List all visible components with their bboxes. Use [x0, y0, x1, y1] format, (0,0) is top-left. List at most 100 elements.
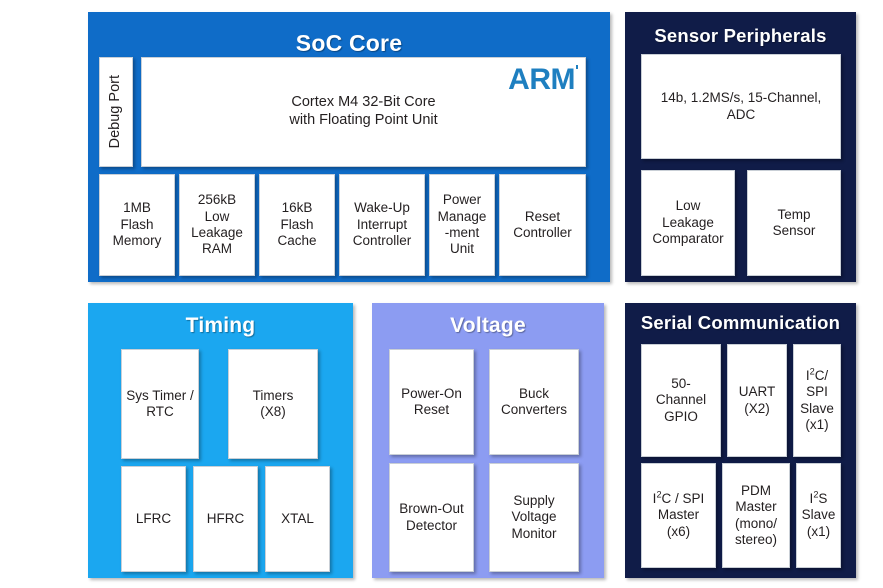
- block-cortex-m4-core[interactable]: ARM Cortex M4 32-Bit Core with Floating …: [141, 57, 586, 167]
- block-gpio[interactable]: 50- Channel GPIO: [641, 344, 721, 457]
- sys-timer-rtc-label: Sys Timer / RTC: [126, 388, 194, 421]
- block-flash-cache[interactable]: 16kB Flash Cache: [259, 174, 335, 276]
- bod-line-2: Detector: [405, 517, 458, 533]
- pdm-master-label: PDM Master (mono/ stereo): [735, 483, 777, 549]
- block-debug-port[interactable]: Debug Port: [99, 57, 133, 167]
- adc-line-1: 14b, 1.2MS/s, 15-Channel,: [660, 90, 822, 106]
- temp-sensor-line-1: Temp: [777, 206, 811, 222]
- panel-title-voltage: Voltage: [450, 314, 526, 337]
- pdm-line-2: Master: [735, 499, 777, 515]
- block-pdm-master[interactable]: PDM Master (mono/ stereo): [722, 463, 790, 568]
- bod-line-1: Brown-Out: [399, 501, 464, 517]
- wake-up-interrupt-controller-label: Wake-Up Interrupt Controller: [353, 200, 412, 249]
- block-hfrc[interactable]: HFRC: [193, 466, 258, 572]
- block-uart[interactable]: UART (X2): [727, 344, 787, 457]
- xtal-label: XTAL: [281, 510, 314, 526]
- flash-cache-line-1: 16kB: [281, 200, 313, 216]
- temp-sensor-line-2: Sensor: [772, 223, 816, 238]
- panel-serial-communication: Serial Communication 50- Channel GPIO UA…: [625, 303, 856, 578]
- wuic-line-1: Wake-Up: [354, 200, 410, 216]
- block-low-leakage-comparator[interactable]: Low Leakage Comparator: [641, 170, 735, 276]
- i2s-slave-label: I2S Slave (x1): [802, 489, 836, 540]
- low-leakage-ram-label: 256kB Low Leakage RAM: [191, 192, 243, 258]
- i2s-slave-line-1-post: S: [818, 490, 828, 506]
- debug-port-label: Debug Port: [107, 75, 124, 149]
- supply-voltage-monitor-label: Supply Voltage Monitor: [511, 493, 556, 542]
- panel-title-soc-core: SoC Core: [295, 30, 403, 56]
- cortex-core-line-1: Cortex M4 32-Bit Core: [291, 94, 436, 111]
- block-temp-sensor[interactable]: Temp Sensor: [747, 170, 841, 276]
- block-i2c-spi-master[interactable]: I2C / SPI Master (x6): [641, 463, 716, 568]
- uart-line-2: (X2): [744, 400, 770, 416]
- block-xtal[interactable]: XTAL: [265, 466, 330, 572]
- block-supply-voltage-monitor[interactable]: Supply Voltage Monitor: [489, 463, 579, 572]
- timers-line-2: (X8): [260, 404, 286, 419]
- buck-line-1: Buck: [518, 385, 549, 401]
- pmu-line-4: Unit: [449, 241, 474, 257]
- i2c-spi-master-line-3: (x6): [666, 523, 691, 539]
- adc-line-2: ADC: [726, 106, 756, 122]
- flash-cache-line-2: Flash: [280, 216, 314, 232]
- block-power-on-reset[interactable]: Power-On Reset: [389, 349, 474, 455]
- i2c-spi-slave-line-4: (x1): [805, 416, 829, 432]
- flash-cache-line-3: Cache: [277, 233, 317, 249]
- flash-memory-line-2: Flash: [120, 216, 154, 232]
- i2c-spi-slave-line-1-pre: I: [805, 367, 810, 383]
- block-power-management-unit[interactable]: Power Manage -ment Unit: [429, 174, 495, 276]
- uart-line-1: UART: [738, 384, 776, 400]
- block-low-leakage-ram[interactable]: 256kB Low Leakage RAM: [179, 174, 255, 276]
- wuic-line-3: Controller: [352, 233, 412, 249]
- panel-timing: Timing Sys Timer / RTC Timers (X8) LFRC …: [88, 303, 353, 578]
- buck-line-2: Converters: [500, 402, 568, 417]
- i2c-spi-slave-line-1-post: C/: [814, 367, 829, 383]
- low-leakage-ram-line-4: RAM: [202, 241, 232, 257]
- flash-memory-label: 1MB Flash Memory: [113, 200, 162, 249]
- timers-label: Timers (X8): [253, 388, 294, 421]
- pdm-line-4: stereo): [734, 531, 778, 547]
- buck-converters-label: Buck Converters: [501, 386, 567, 419]
- gpio-line-3: GPIO: [664, 408, 698, 424]
- low-leakage-ram-line-1: 256kB: [197, 192, 237, 208]
- reset-controller-label: Reset Controller: [513, 209, 572, 242]
- block-i2c-spi-slave[interactable]: I2C/ SPI Slave (x1): [793, 344, 841, 457]
- flash-memory-line-1: 1MB: [123, 200, 151, 216]
- block-reset-controller[interactable]: Reset Controller: [499, 174, 586, 276]
- pmu-line-1: Power: [442, 192, 482, 208]
- i2c-spi-master-line-2: Master: [657, 507, 700, 523]
- low-leakage-comparator-label: Low Leakage Comparator: [652, 198, 723, 247]
- por-line-2: Reset: [413, 402, 450, 417]
- block-sys-timer-rtc[interactable]: Sys Timer / RTC: [121, 349, 199, 459]
- por-line-1: Power-On: [401, 385, 462, 401]
- power-on-reset-label: Power-On Reset: [401, 386, 462, 419]
- pdm-line-3: (mono/: [734, 515, 778, 531]
- pdm-line-1: PDM: [741, 482, 771, 498]
- arm-logo: ARM: [508, 62, 578, 99]
- block-timers[interactable]: Timers (X8): [228, 349, 318, 459]
- i2c-spi-master-label: I2C / SPI Master (x6): [653, 490, 705, 540]
- block-lfrc[interactable]: LFRC: [121, 466, 186, 572]
- cortex-core-line-2: with Floating Point Unit: [289, 112, 438, 128]
- svm-line-1: Supply: [513, 492, 555, 508]
- panel-voltage: Voltage Power-On Reset Buck Converters B…: [372, 303, 604, 578]
- llc-line-2: Leakage: [662, 214, 714, 230]
- block-flash-memory[interactable]: 1MB Flash Memory: [99, 174, 175, 276]
- block-brown-out-detector[interactable]: Brown-Out Detector: [389, 463, 474, 572]
- block-buck-converters[interactable]: Buck Converters: [489, 349, 579, 455]
- i2c-spi-master-line-1-post: C / SPI: [661, 490, 705, 506]
- i2s-slave-superscript: 2: [813, 489, 819, 500]
- power-management-unit-label: Power Manage -ment Unit: [438, 192, 487, 258]
- sys-timer-line-2: RTC: [146, 404, 174, 419]
- svm-line-2: Voltage: [511, 509, 557, 525]
- i2c-spi-slave-line-3: Slave: [800, 400, 834, 416]
- reset-controller-line-2: Controller: [513, 225, 572, 240]
- sys-timer-line-1: Sys Timer /: [126, 387, 194, 403]
- i2c-spi-slave-superscript: 2: [809, 366, 815, 377]
- adc-label: 14b, 1.2MS/s, 15-Channel, ADC: [661, 90, 822, 123]
- block-wake-up-interrupt-controller[interactable]: Wake-Up Interrupt Controller: [339, 174, 425, 276]
- block-i2s-slave[interactable]: I2S Slave (x1): [796, 463, 841, 568]
- pmu-line-2: Manage: [437, 208, 487, 224]
- reset-controller-line-1: Reset: [524, 208, 561, 224]
- hfrc-label: HFRC: [206, 510, 245, 526]
- block-adc[interactable]: 14b, 1.2MS/s, 15-Channel, ADC: [641, 54, 841, 159]
